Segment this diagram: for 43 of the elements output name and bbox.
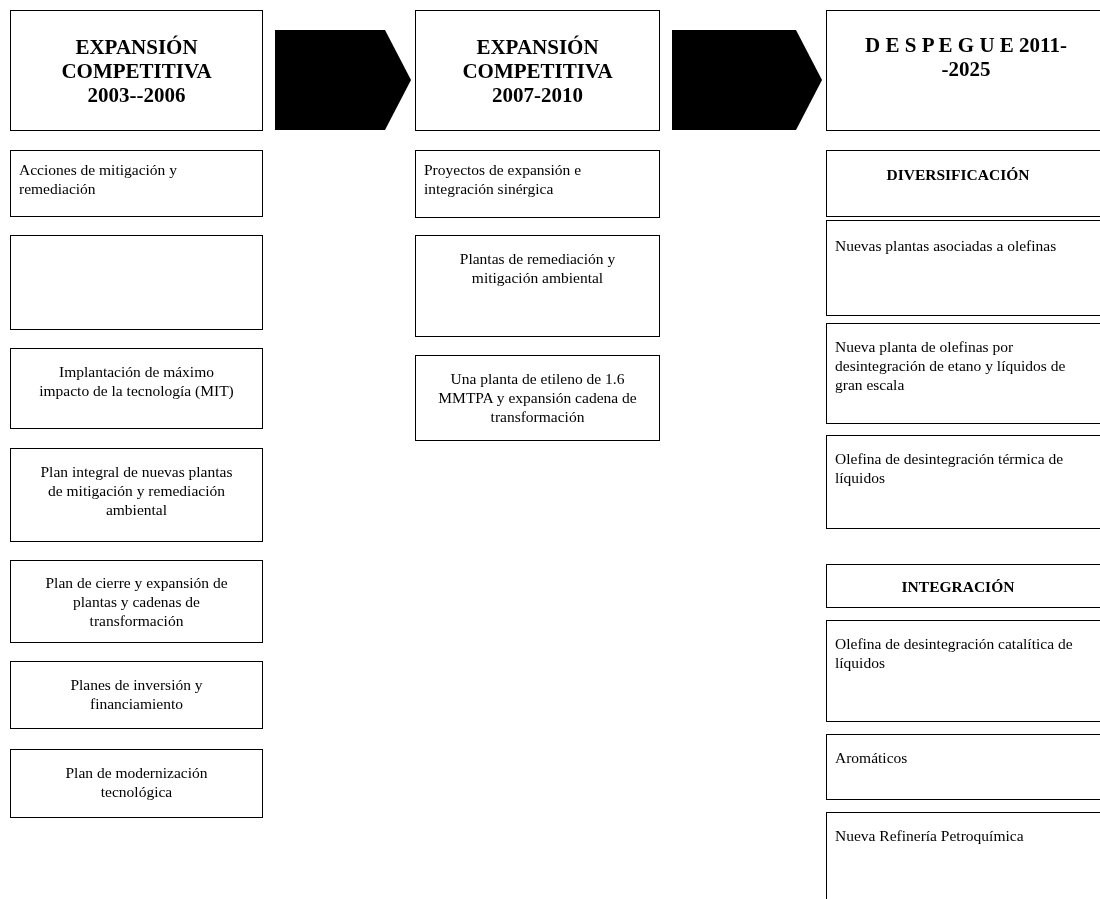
text-box	[10, 348, 263, 429]
text-box	[10, 749, 263, 818]
text-box	[826, 435, 1100, 529]
item-text: Aromáticos	[835, 748, 909, 767]
item-text: Nuevas plantas asociadas a olefinas	[835, 236, 1058, 255]
text-box	[826, 564, 1100, 608]
item-text: Planes de inversión y financiamiento	[69, 675, 204, 713]
text-box	[10, 448, 263, 542]
empty-box	[10, 235, 263, 330]
item-text: Una planta de etileno de 1.6 MMTPA y expansión cadena de transformación	[438, 369, 637, 426]
text-box	[10, 560, 263, 643]
item-text: Plantas de remediación y mitigación ambiental	[458, 249, 617, 287]
stage-header-box	[415, 10, 660, 131]
text-box	[415, 355, 660, 441]
text-box	[415, 235, 660, 337]
text-box	[826, 620, 1100, 722]
item-text: Plan integral de nuevas plantas de mitigación y remediación ambiental	[39, 462, 234, 519]
item-text: Nueva Refinería Petroquímica	[835, 826, 1025, 845]
text-box	[826, 734, 1100, 800]
block-arrow	[275, 30, 411, 130]
item-text: Plan de modernización tecnológica	[64, 763, 209, 801]
stage-title: EXPANSIÓN COMPETITIVA 2003--2006	[60, 35, 213, 107]
item-text: Implantación de máximo impacto de la tecnología (MIT)	[38, 362, 235, 400]
text-box	[826, 812, 1100, 899]
item-text: Olefina de desintegración térmica de líquidos	[835, 449, 1065, 487]
stage-header-box	[826, 10, 1100, 131]
text-box	[10, 661, 263, 729]
text-box	[826, 150, 1100, 217]
item-text: Plan de cierre y expansión de plantas y cadenas de transformación	[44, 573, 229, 630]
item-text: Olefina de desintegración catalítica de líquidos	[835, 634, 1074, 672]
block-arrow	[672, 30, 822, 130]
text-box	[10, 150, 263, 217]
section-heading: DIVERSIFICACIÓN	[885, 165, 1031, 184]
text-box	[826, 220, 1100, 316]
text-box	[826, 323, 1100, 424]
item-text: Proyectos de expansión e integración sinérgica	[424, 160, 583, 198]
item-text: Nueva planta de olefinas por desintegración de etano y líquidos de gran escala	[835, 337, 1067, 394]
text-box	[415, 150, 660, 218]
stage-header-box	[10, 10, 263, 131]
section-heading: INTEGRACIÓN	[900, 577, 1016, 596]
item-text: Acciones de mitigación y remediación	[19, 160, 178, 198]
stage-title: EXPANSIÓN COMPETITIVA 2007-2010	[461, 35, 614, 107]
stage-title: D E S P E G U E 2011--2025	[864, 33, 1068, 81]
